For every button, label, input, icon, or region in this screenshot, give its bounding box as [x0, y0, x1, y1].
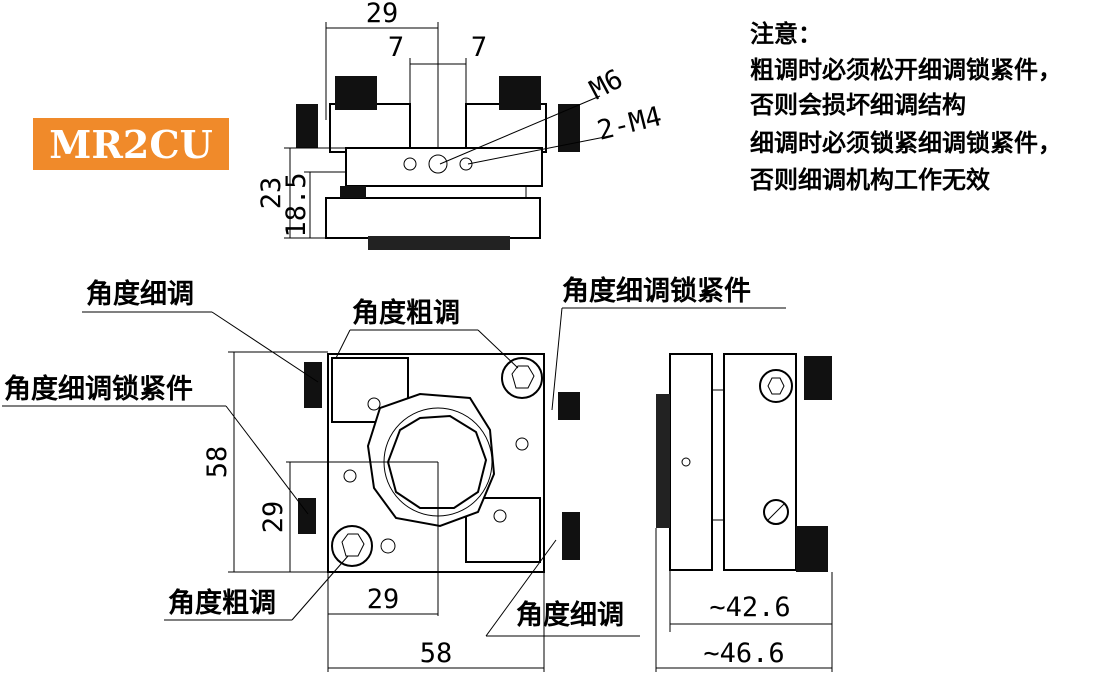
thread-m4: 2-M4	[594, 101, 665, 147]
notes-line-3: 细调时必须锁紧细调锁紧件，	[750, 129, 1062, 157]
label-fine-top-left: 角度细调	[86, 278, 194, 310]
dim-front-half-height: 29	[258, 501, 289, 534]
label-coarse-top: 角度粗调	[352, 297, 460, 329]
dim-front-width: 58	[420, 638, 453, 669]
model-badge: MR2CU	[33, 118, 229, 170]
label-fine-bottom-right: 角度细调	[516, 599, 624, 631]
dim-top-height-total: 23	[256, 177, 287, 210]
dim-offset-right: 7	[471, 32, 487, 63]
dim-top-width: 29	[366, 0, 399, 29]
dim-side-inner: ~42.6	[709, 592, 790, 623]
front-view: 58 29 29 58 角度细调 角度粗调 角度细调锁紧件 角度细调锁紧件 角度…	[2, 275, 786, 672]
notes-line-1: 粗调时必须松开细调锁紧件，	[750, 56, 1062, 84]
dim-top-height-inner: 18.5	[281, 172, 312, 237]
notes-line-2: 否则会损坏细调结构	[749, 91, 966, 119]
notes-line-4: 否则细调机构工作无效	[749, 166, 990, 194]
label-fine-lock-left: 角度细调锁紧件	[4, 373, 193, 405]
label-coarse-bottom: 角度粗调	[168, 587, 276, 619]
dim-front-height: 58	[202, 446, 233, 479]
dim-offset-left: 7	[388, 32, 404, 63]
dim-side-outer: ~46.6	[703, 638, 784, 669]
notes-title: 注意：	[750, 20, 822, 48]
dim-front-half-width: 29	[367, 584, 400, 615]
side-view: ~42.6 ~46.6	[655, 353, 833, 672]
top-view: 29 7 7 M6 2-M4 23 18.5	[256, 0, 665, 250]
notes: 注意： 粗调时必须松开细调锁紧件， 否则会损坏细调结构 细调时必须锁紧细调锁紧件…	[749, 20, 1062, 194]
label-fine-lock-top-right: 角度细调锁紧件	[562, 275, 751, 307]
model-name: MR2CU	[49, 122, 212, 167]
